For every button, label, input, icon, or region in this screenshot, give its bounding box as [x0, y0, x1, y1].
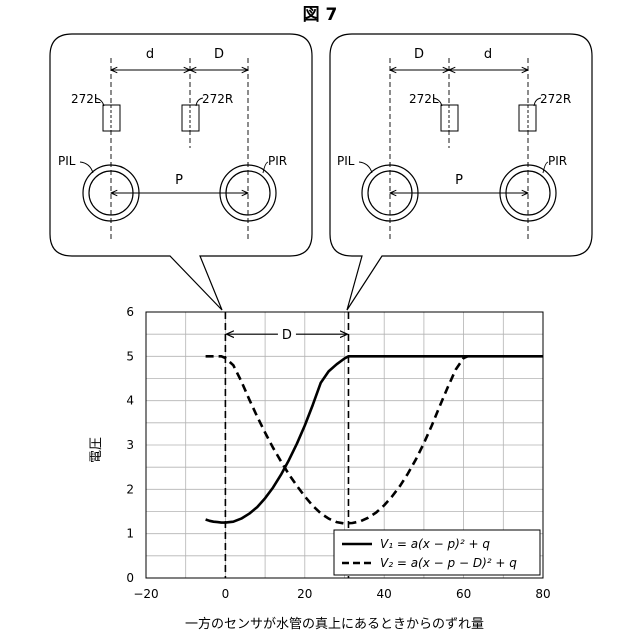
series-line-dashed	[206, 356, 468, 523]
y-tick-label: 4	[126, 394, 134, 408]
x-tick-label: 0	[222, 587, 230, 601]
x-tick-label: 40	[377, 587, 392, 601]
y-tick-label: 5	[126, 349, 134, 363]
sensor-label-272L: 272L	[409, 92, 439, 106]
sensor-label-272R: 272R	[540, 92, 571, 106]
y-tick-label: 0	[126, 571, 134, 585]
right-callout-bubble	[330, 34, 592, 310]
y-tick-label: 2	[126, 482, 134, 496]
dimension-label-first: d	[146, 47, 154, 62]
x-tick-label: 80	[535, 587, 550, 601]
x-tick-label: 20	[297, 587, 312, 601]
pipe-label-PIL: PIL	[58, 154, 76, 168]
dimension-label-second: D	[214, 47, 224, 62]
series-line-solid	[206, 356, 543, 522]
legend-label: V₁ = a(x − p)² + q	[380, 537, 490, 551]
pipe-label-PIL: PIL	[337, 154, 355, 168]
left-callout-panel: d D 272L 272R P PIL PIR	[50, 34, 312, 310]
pipe-label-PIR: PIR	[548, 154, 567, 168]
figure-title: 図 7	[303, 5, 338, 25]
y-axis-label: 電圧	[89, 437, 104, 463]
sensor-272R	[182, 105, 199, 131]
chart-series	[206, 356, 543, 523]
dimension-label-second: d	[484, 47, 492, 62]
d-annotation: D	[226, 325, 347, 343]
sensor-label-272R: 272R	[202, 92, 233, 106]
d-annotation-label: D	[282, 328, 292, 343]
sensor-label-272L: 272L	[71, 92, 101, 106]
y-tick-label: 3	[126, 438, 134, 452]
left-callout-bubble	[50, 34, 312, 310]
sensor-272L	[103, 105, 120, 131]
right-callout-panel: D d 272L 272R P PIL PIR	[330, 34, 592, 310]
chart-legend: V₁ = a(x − p)² + q V₂ = a(x − p − D)² + q	[334, 530, 540, 575]
sensor-272L	[441, 105, 458, 131]
sensor-272R	[519, 105, 536, 131]
pitch-label: P	[455, 173, 463, 188]
pipe-label-PIR: PIR	[268, 154, 287, 168]
legend-label: V₂ = a(x − p − D)² + q	[380, 556, 517, 570]
pitch-label: P	[175, 173, 183, 188]
y-tick-label: 1	[126, 527, 134, 541]
x-tick-label: 60	[456, 587, 471, 601]
voltage-chart: −20 0 20 40 60 80 0 1 2 3 4 5 6 D V₁ = a(x − p)² + q…	[89, 305, 551, 632]
dimension-label-first: D	[414, 47, 424, 62]
x-tick-label: −20	[133, 587, 158, 601]
y-tick-label: 6	[126, 305, 134, 319]
x-axis-label: 一方のセンサが水管の真上にあるときからのずれ量	[185, 616, 484, 632]
